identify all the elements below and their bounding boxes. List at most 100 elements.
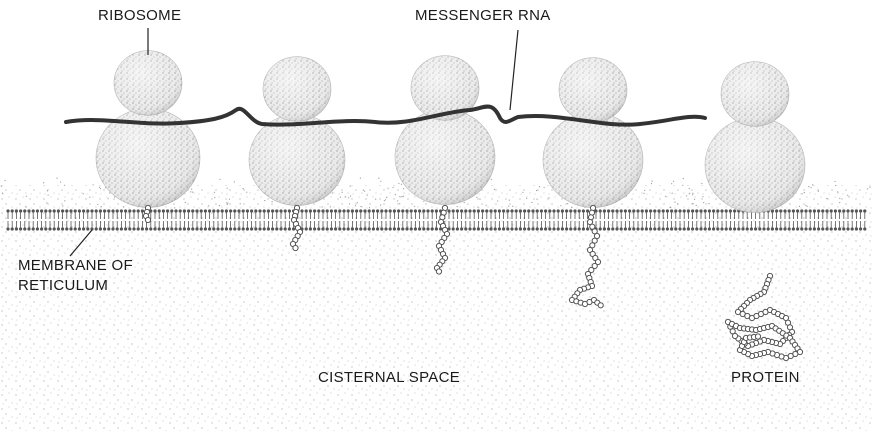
stipple-dot: [643, 193, 644, 194]
lipid-head: [737, 227, 740, 230]
lipid-head: [183, 227, 186, 230]
amino-acid-bead: [755, 334, 760, 339]
stipple-dot: [208, 205, 209, 206]
lipid-head: [237, 227, 240, 230]
lipid-head: [586, 227, 589, 230]
lipid-head: [817, 227, 820, 230]
stipple-dot: [402, 196, 403, 197]
lipid-head: [628, 227, 631, 230]
lipid-head: [863, 227, 866, 230]
lipid-head: [36, 227, 39, 230]
lipid-head: [305, 227, 308, 230]
lipid-head: [263, 227, 266, 230]
lipid-head: [431, 227, 434, 230]
stipple-dot: [272, 201, 273, 202]
lipid-head: [670, 227, 673, 230]
lipid-head: [174, 227, 177, 230]
stipple-dot: [93, 184, 94, 185]
lipid-head: [489, 227, 492, 230]
lipid-head: [544, 227, 547, 230]
lipid-head: [275, 227, 278, 230]
lipid-head: [691, 227, 694, 230]
lipid-head: [225, 227, 228, 230]
stipple-dot: [509, 200, 510, 201]
lipid-head: [82, 227, 85, 230]
stipple-dot: [867, 188, 868, 189]
lipid-head: [695, 227, 698, 230]
stipple-dot: [847, 195, 848, 196]
lipid-head: [607, 227, 610, 230]
stipple-dot: [229, 199, 230, 200]
stipple-dot: [109, 192, 110, 193]
lipid-head: [57, 227, 60, 230]
lipid-head: [750, 227, 753, 230]
lipid-head: [435, 227, 438, 230]
lipid-head: [452, 227, 455, 230]
stipple-dot: [548, 197, 549, 198]
lipid-head: [527, 227, 530, 230]
stipple-dot: [674, 202, 675, 203]
lipid-head: [376, 227, 379, 230]
lipid-head: [754, 227, 757, 230]
lipid-head: [103, 227, 106, 230]
lipid-head: [792, 227, 795, 230]
amino-acid-bead: [293, 245, 298, 250]
lipid-head: [561, 227, 564, 230]
lipid-head: [393, 227, 396, 230]
lipid-head: [657, 227, 660, 230]
lipid-head: [229, 227, 232, 230]
lipid-head: [788, 227, 791, 230]
lipid-head: [389, 227, 392, 230]
ribosome-shading: [559, 58, 627, 123]
lipid-head: [548, 227, 551, 230]
stipple-dot: [477, 207, 478, 208]
amino-acid-bead: [436, 269, 441, 274]
stipple-dot: [522, 192, 523, 193]
stipple-dot: [692, 194, 693, 195]
stipple-dot: [25, 206, 26, 207]
stipple-dot: [360, 206, 361, 207]
ribosome-shading: [721, 62, 789, 127]
stipple-dot: [508, 206, 509, 207]
stipple-dot: [692, 193, 693, 194]
lipid-head: [166, 227, 169, 230]
stipple-dot: [571, 207, 572, 208]
ribosome: [96, 51, 200, 208]
stipple-dot: [2, 193, 3, 194]
lipid-head: [145, 227, 148, 230]
cisternal-space-label: CISTERNAL SPACE: [318, 369, 460, 386]
stipple-dot: [665, 196, 666, 197]
lipid-head: [687, 227, 690, 230]
lipid-head: [254, 227, 257, 230]
lipid-head: [515, 227, 518, 230]
stipple-dot: [479, 199, 480, 200]
lipid-head: [137, 227, 140, 230]
lipid-head: [851, 227, 854, 230]
lipid-head: [767, 227, 770, 230]
lipid-head: [124, 227, 127, 230]
lipid-head: [250, 227, 253, 230]
stipple-dot: [246, 192, 247, 193]
stipple-dot: [689, 188, 690, 189]
ribosome: [249, 57, 345, 206]
stipple-dot: [686, 195, 687, 196]
lipid-head: [573, 227, 576, 230]
lipid-head: [725, 227, 728, 230]
lipid-head: [712, 227, 715, 230]
stipple-dot: [703, 202, 704, 203]
stipple-dot: [494, 189, 495, 190]
lipid-head: [86, 227, 89, 230]
lipid-head: [258, 227, 261, 230]
lipid-head: [334, 227, 337, 230]
stipple-dot: [240, 203, 241, 204]
lipid-head: [540, 227, 543, 230]
lipid-head: [372, 227, 375, 230]
lipid-head: [855, 227, 858, 230]
ribosome-shading: [395, 110, 495, 205]
lipid-head: [279, 227, 282, 230]
stipple-dot: [243, 188, 244, 189]
lipid-head: [699, 227, 702, 230]
lipid-head: [191, 227, 194, 230]
stipple-dot: [805, 205, 806, 206]
stipple-dot: [367, 195, 368, 196]
